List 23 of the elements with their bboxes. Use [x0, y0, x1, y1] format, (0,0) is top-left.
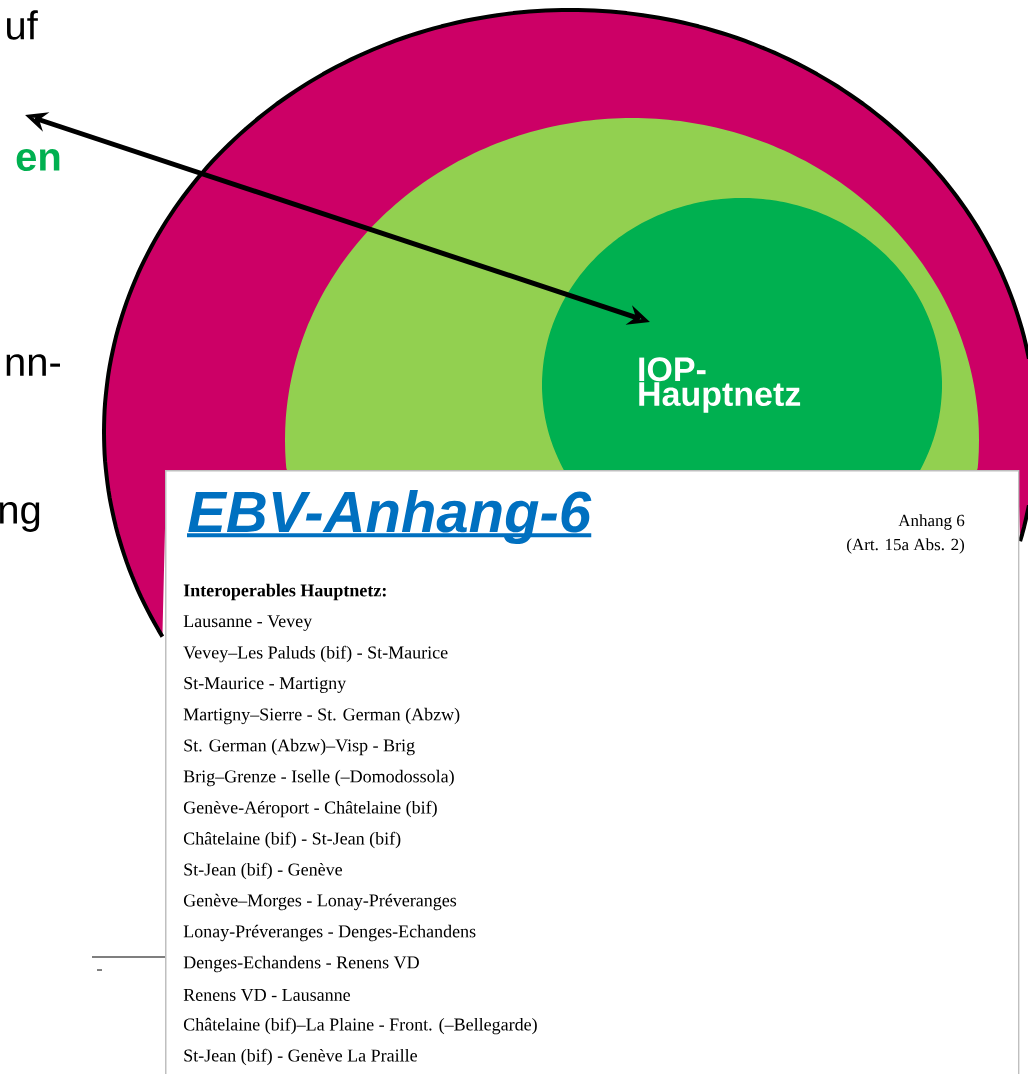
list-heading: Interoperables Hauptnetz: — [183, 583, 386, 601]
route-line: St-Jean (bif) - Genève La Praille — [184, 1048, 417, 1066]
route-line: Renens VD - Lausanne — [183, 988, 351, 1002]
route-line: Lausanne - Vevey — [183, 615, 313, 631]
text-fragment: uf — [7, 10, 38, 40]
route-line: Châtelaine (bif)–La Plaine - Front. (–Bellegarde) — [183, 1017, 537, 1035]
route-line: Genève-Aéroport - Châtelaine (bif) — [183, 800, 437, 818]
route-line: St-Jean (bif) - Genève — [184, 862, 342, 880]
route-line: Châtelaine (bif) - St-Jean (bif) — [183, 831, 401, 849]
text-fragment: ng — [0, 502, 40, 532]
route-line: Martigny–Sierre - St. German (Abzw) — [183, 707, 460, 725]
route-line: Denges-Echandens - Renens VD — [183, 955, 419, 973]
document-header: (Art. 15a Abs. 2) — [847, 538, 965, 554]
document-title: EBV-Anhang-6 — [187, 489, 592, 545]
route-line: St. German (Abzw)–Visp - Brig — [184, 738, 415, 756]
highlighted-word: en — [16, 149, 60, 171]
text-fragment: nn- — [6, 354, 60, 376]
route-line: Vevey–Les Paluds (bif) - St-Maurice — [183, 645, 448, 663]
route-line: St-Maurice - Martigny — [184, 677, 347, 693]
route-line: Brig–Grenze - Iselle (–Domodossola) — [183, 769, 454, 787]
route-line: Genève–Morges - Lonay-Préveranges — [183, 893, 457, 911]
document-header: Anhang 6 — [898, 514, 965, 530]
route-line: Lonay-Préveranges - Denges-Echandens — [183, 924, 476, 942]
